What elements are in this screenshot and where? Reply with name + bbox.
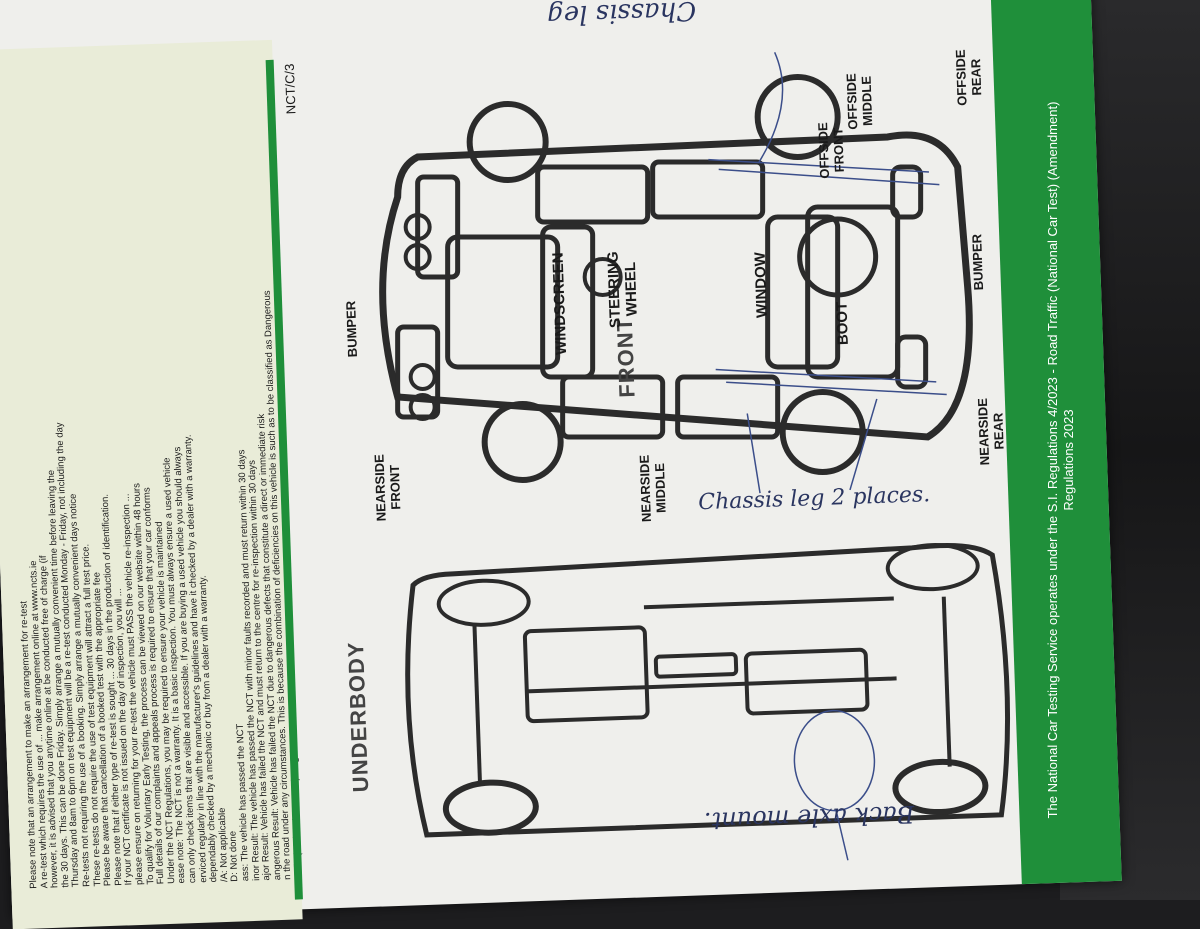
label-bumper-front: BUMPER [343, 300, 361, 358]
instructions-column: Please note that an arrangement to make … [0, 39, 304, 929]
footer-line1: The National Car Testing Service operate… [1045, 101, 1060, 819]
label-nearside-rear: NEARSIDE REAR [974, 397, 1007, 466]
underbody-car [405, 542, 1011, 838]
underbody-heading: UNDERBODY [342, 641, 374, 793]
label-offside-middle: OFFSIDE MIDDLE [843, 73, 876, 130]
pen-marks [708, 52, 947, 861]
front-heading: FRONT [611, 316, 640, 399]
vehicle-diagram [379, 52, 1011, 861]
label-boot: BOOT [833, 301, 852, 346]
handwriting-top: Chassis leg [546, 0, 697, 31]
label-steering-wheel: STEERING WHEEL [604, 251, 641, 329]
label-nearside-front: NEARSIDE FRONT [371, 453, 404, 522]
tiny-code: NCT/C/3 [281, 63, 299, 115]
footer-line2: Regulations 2023 [1061, 409, 1076, 511]
label-bumper-rear: BUMPER [969, 233, 987, 291]
footer-text: The National Car Testing Service operate… [1045, 50, 1077, 870]
nct-document: Please note that an arrangement to make … [0, 0, 1122, 929]
instructions-text: Please note that an arrangement to make … [0, 40, 304, 889]
label-offside-front: OFFSIDE FRONT [815, 122, 847, 179]
top-view-car [379, 73, 973, 483]
label-nearside-middle: NEARSIDE MIDDLE [636, 454, 669, 523]
paper-sheet: Please note that an arrangement to make … [0, 0, 1122, 929]
label-offside-rear: OFFSIDE REAR [952, 49, 985, 107]
label-window: WINDOW [751, 251, 771, 319]
label-windscreen: WINDSCREEN [549, 252, 571, 356]
